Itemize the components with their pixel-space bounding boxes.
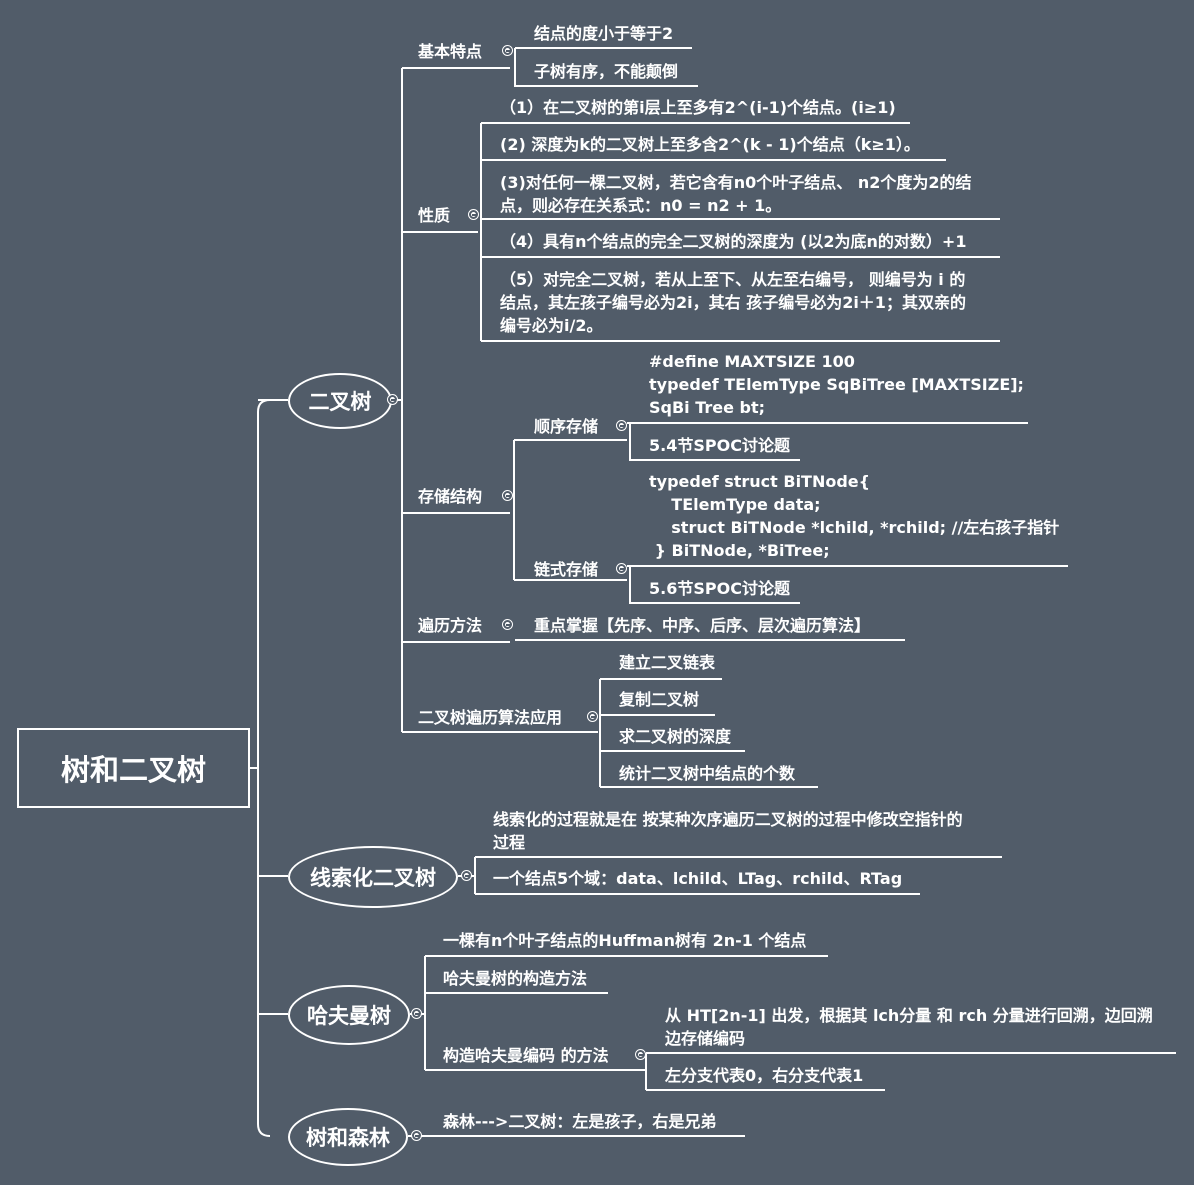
collapse-toggle-icon[interactable] bbox=[502, 490, 513, 501]
topic-sequential-storage[interactable]: 顺序存储 bbox=[534, 417, 599, 436]
node-spoc-5-4[interactable]: 5.4节SPOC讨论题 bbox=[649, 436, 790, 455]
node-traversal-focus[interactable]: 重点掌握【先序、中序、后序、层次遍历算法】 bbox=[534, 616, 871, 635]
collapse-toggle-icon[interactable] bbox=[461, 870, 472, 881]
topic-traversal-methods[interactable]: 遍历方法 bbox=[418, 616, 483, 635]
branch-tree-and-forest[interactable]: 树和森林 bbox=[288, 1108, 408, 1166]
node-ordered-subtrees[interactable]: 子树有序，不能颠倒 bbox=[534, 62, 679, 81]
collapse-toggle-icon[interactable] bbox=[468, 209, 479, 220]
node-forest-to-binary[interactable]: 森林--->二叉树：左是孩子，右是兄弟 bbox=[443, 1112, 717, 1131]
topic-huffman-encoding[interactable]: 构造哈夫曼编码 的方法 bbox=[443, 1046, 609, 1065]
topic-traversal-applications[interactable]: 二叉树遍历算法应用 bbox=[418, 708, 563, 727]
topic-basic-features[interactable]: 基本特点 bbox=[418, 42, 483, 61]
node-tree-depth[interactable]: 求二叉树的深度 bbox=[619, 727, 732, 746]
property-2[interactable]: (2) 深度为k的二叉树上至多含2^(k - 1)个结点（k≥1）。 bbox=[500, 135, 920, 154]
code-sequential-storage[interactable]: #define MAXTSIZE 100 typedef TElemType S… bbox=[649, 352, 1024, 417]
root-topic[interactable]: 树和二叉树 bbox=[17, 728, 250, 808]
collapse-toggle-icon[interactable] bbox=[411, 1008, 422, 1019]
property-5[interactable]: （5）对完全二叉树，若从上至下、从左至右编号， 则编号为 i 的 结点，其左孩子… bbox=[500, 270, 966, 335]
collapse-toggle-icon[interactable] bbox=[635, 1049, 646, 1060]
node-spoc-5-6[interactable]: 5.6节SPOC讨论题 bbox=[649, 579, 790, 598]
node-five-fields[interactable]: 一个结点5个域：data、lchild、LTag、rchild、RTag bbox=[493, 869, 903, 888]
node-threading-process[interactable]: 线索化的过程就是在 按某种次序遍历二叉树的过程中修改空指针的 过程 bbox=[493, 810, 963, 852]
node-huffman-construction[interactable]: 哈夫曼树的构造方法 bbox=[443, 969, 588, 988]
branch-threaded-binary-tree[interactable]: 线索化二叉树 bbox=[288, 846, 458, 908]
collapse-toggle-icon[interactable] bbox=[587, 711, 598, 722]
node-huffman-node-count[interactable]: 一棵有n个叶子结点的Huffman树有 2n-1 个结点 bbox=[443, 931, 807, 950]
property-3[interactable]: (3)对任何一棵二叉树，若它含有n0个叶子结点、 n2个度为2的结 点，则必存在… bbox=[500, 173, 972, 215]
node-branch-codes[interactable]: 左分支代表0，右分支代表1 bbox=[665, 1066, 864, 1085]
topic-storage-structure[interactable]: 存储结构 bbox=[418, 487, 483, 506]
property-4[interactable]: （4）具有n个结点的完全二叉树的深度为 (以2为底n的对数）+1 bbox=[500, 232, 967, 251]
topic-properties[interactable]: 性质 bbox=[418, 206, 451, 225]
node-build-linked-list[interactable]: 建立二叉链表 bbox=[619, 653, 716, 672]
branch-huffman-tree[interactable]: 哈夫曼树 bbox=[288, 985, 410, 1045]
collapse-toggle-icon[interactable] bbox=[616, 420, 627, 431]
collapse-toggle-icon[interactable] bbox=[502, 619, 513, 630]
collapse-toggle-icon[interactable] bbox=[411, 1130, 422, 1141]
node-encoding-backtrack[interactable]: 从 HT[2n-1] 出发，根据其 lch分量 和 rch 分量进行回溯，边回溯… bbox=[665, 1006, 1153, 1048]
topic-linked-storage[interactable]: 链式存储 bbox=[534, 560, 599, 579]
code-linked-storage[interactable]: typedef struct BiTNode{ TElemType data; … bbox=[649, 472, 1060, 560]
collapse-toggle-icon[interactable] bbox=[616, 563, 627, 574]
collapse-toggle-icon[interactable] bbox=[502, 45, 513, 56]
node-copy-tree[interactable]: 复制二叉树 bbox=[619, 690, 700, 709]
property-1[interactable]: （1）在二叉树的第i层上至多有2^(i-1)个结点。(i≥1) bbox=[500, 98, 896, 117]
collapse-toggle-icon[interactable] bbox=[387, 394, 398, 405]
branch-binary-tree[interactable]: 二叉树 bbox=[288, 373, 392, 429]
node-count-nodes[interactable]: 统计二叉树中结点的个数 bbox=[619, 764, 796, 783]
node-degree-le-2[interactable]: 结点的度小于等于2 bbox=[534, 24, 674, 43]
